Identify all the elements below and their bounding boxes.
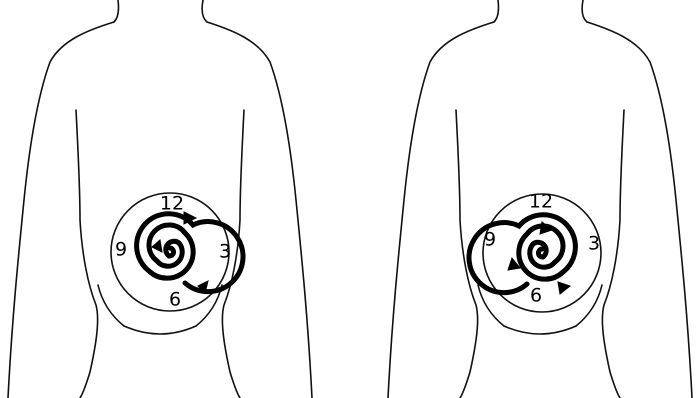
arrow-icon xyxy=(558,282,570,294)
clock-label-9: 9 xyxy=(115,239,127,261)
figure-counterclockwise: 12 3 6 9 xyxy=(388,0,692,398)
clock-label-12: 12 xyxy=(160,193,184,215)
clock-label-3: 3 xyxy=(219,241,231,263)
clock-label-9: 9 xyxy=(484,229,496,251)
figure-clockwise: 12 3 6 9 xyxy=(8,0,312,398)
clock-label-6: 6 xyxy=(530,285,542,307)
clock-label-6: 6 xyxy=(169,289,181,311)
clock-label-12: 12 xyxy=(529,191,553,213)
clock-label-3: 3 xyxy=(588,233,600,255)
arrow-icon xyxy=(152,240,162,252)
massage-spiral xyxy=(469,215,575,293)
